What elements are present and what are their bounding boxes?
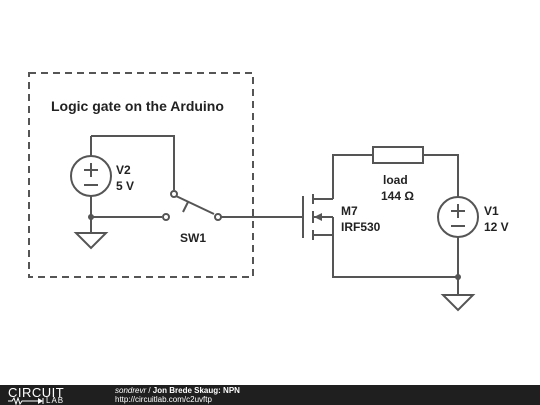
circuit-url[interactable]: http://circuitlab.com/c2uvftp xyxy=(115,395,212,404)
arduino-box-label: Logic gate on the Arduino xyxy=(51,98,224,114)
v1-value: 12 V xyxy=(484,220,509,234)
junction-dot-v1 xyxy=(455,274,461,280)
v1-label: V1 xyxy=(484,204,499,218)
circuit-title: Jon Brede Skaug: NPN xyxy=(152,386,240,395)
sw1-label: SW1 xyxy=(180,231,206,245)
junction-dot-v2 xyxy=(88,214,94,220)
logo-bottom-text: LAB xyxy=(46,396,65,405)
v2-value: 5 V xyxy=(116,179,134,193)
footer-bar: CIRCUIT LAB sondrevr / Jon Brede Skaug: … xyxy=(0,385,540,405)
m7-label: M7 xyxy=(341,204,358,218)
arduino-logic-box xyxy=(28,72,254,278)
load-value: 144 Ω xyxy=(381,189,414,203)
m7-mosfet xyxy=(302,194,334,240)
author-name: sondrevr xyxy=(115,386,147,395)
credit-block: sondrevr / Jon Brede Skaug: NPN http://c… xyxy=(115,386,240,404)
load-resistor xyxy=(372,146,424,164)
credit-separator: / xyxy=(146,386,153,395)
logo-circuit-icon xyxy=(8,397,44,405)
v2-label: V2 xyxy=(116,163,131,177)
m7-part: IRF530 xyxy=(341,220,381,234)
circuitlab-logo: CIRCUIT LAB xyxy=(8,385,96,405)
logo-top-text: CIRCUIT xyxy=(8,385,65,400)
sw1-switch xyxy=(162,190,222,221)
circuit-schematic: Logic gate on the Arduino V2 5 V SW1 xyxy=(28,72,509,312)
ground-symbol-v2 xyxy=(73,217,109,250)
v2-source xyxy=(70,136,112,217)
v1-source xyxy=(437,196,479,238)
ground-symbol-v1 xyxy=(440,294,476,312)
load-label: load xyxy=(383,173,408,187)
